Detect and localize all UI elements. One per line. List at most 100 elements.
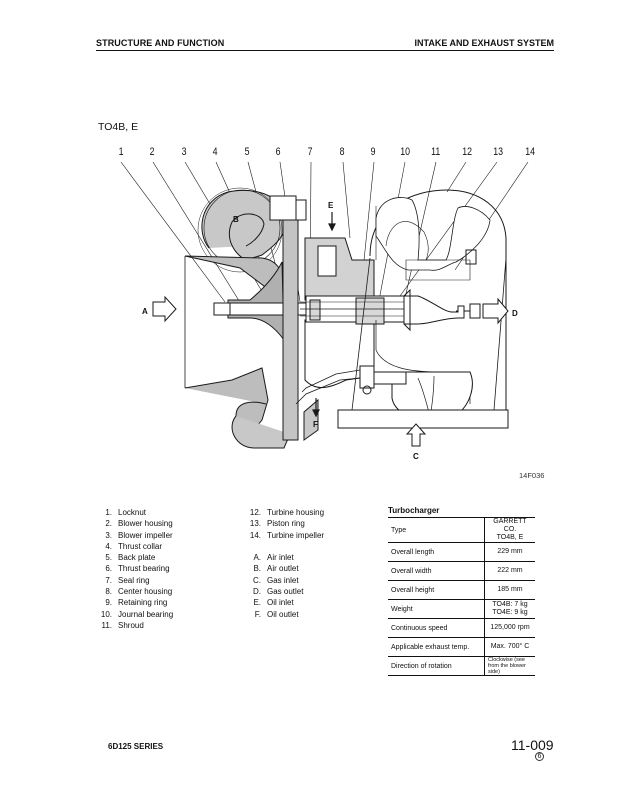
legend-label: Back plate: [118, 553, 156, 563]
legend-number: 6.: [105, 564, 112, 574]
callout-5: 5: [244, 146, 250, 158]
legend-item: 8. Center housing: [90, 586, 173, 597]
parts-legend: 1. Locknut 2.Blower housing 3. Blower impe…: [90, 507, 173, 631]
legend-item: 1. Locknut: [90, 507, 173, 518]
legend-number: C.: [253, 575, 261, 585]
spec-table-title: Turbocharger: [388, 506, 440, 515]
legend-item: E. Oil inlet: [239, 597, 324, 608]
blower-housing: [184, 187, 291, 449]
flow-label-c: C: [413, 452, 419, 461]
callout-14: 14: [525, 146, 536, 158]
legend-label: Gas outlet: [267, 587, 304, 597]
legend-label: Turbine impeller: [267, 530, 325, 540]
turbine-impeller: [403, 288, 465, 332]
legend-number: 3.: [105, 530, 112, 540]
page-header: STRUCTURE AND FUNCTION INTAKE AND EXHAUS…: [96, 38, 554, 51]
legend-number: 10.: [100, 609, 112, 619]
arrow-gas-outlet: [482, 297, 509, 325]
callout-10: 10: [400, 146, 411, 158]
legend-label: Blower impeller: [118, 530, 173, 540]
flow-label-a: A: [142, 307, 148, 316]
spec-row: Applicable exhaust temp.Max. 700° C: [388, 637, 535, 657]
legend-label: Air outlet: [267, 564, 299, 574]
legend-number: 5.: [105, 553, 112, 563]
legend-item: 14. Turbine impeller: [239, 530, 324, 541]
legend-item: 5. Back plate: [90, 552, 173, 563]
legend-number: A.: [253, 553, 261, 563]
legend-item: 11.Shroud: [90, 620, 173, 631]
legend-item: 4. Thrust collar: [90, 541, 173, 552]
flow-label-e: E: [328, 201, 334, 210]
callout-6: 6: [275, 146, 281, 158]
flow-label-f: F: [313, 420, 318, 429]
legend-number: E.: [253, 598, 261, 608]
callout-1: 1: [118, 146, 124, 158]
callout-12: 12: [462, 146, 473, 158]
turbine-housing: [295, 189, 507, 441]
legend-label: Turbine housing: [267, 508, 325, 517]
legend-label: Center housing: [118, 587, 173, 597]
arrow-air-inlet: [152, 295, 177, 323]
callout-13: 13: [493, 146, 504, 158]
legend-label: Shroud: [118, 620, 144, 630]
legend-label: Thrust collar: [118, 541, 163, 551]
callout-11: 11: [431, 146, 441, 158]
gas-inlet-flange: [337, 409, 509, 429]
legend-item: C. Gas inlet: [239, 575, 324, 586]
legend-item: F.Oil outlet: [239, 609, 324, 620]
legend-item: 13.Piston ring: [239, 518, 324, 529]
legend-label: Retaining ring: [118, 598, 168, 608]
legend-number: 8.: [105, 587, 112, 597]
back-plate: [269, 195, 307, 441]
legend-label: Thrust bearing: [118, 564, 170, 574]
flow-label-b: B: [233, 215, 239, 224]
arrow-oil-outlet: [312, 398, 320, 418]
legend-number: 14.: [249, 530, 261, 540]
legend-number: 12.: [249, 508, 261, 517]
legend-label: Air inlet: [267, 553, 294, 563]
legend-label: Journal bearing: [118, 609, 174, 619]
legend-item: 7.Seal ring: [90, 575, 173, 586]
callout-4: 4: [212, 146, 218, 158]
legend-label: Oil outlet: [267, 609, 299, 619]
callout-9: 9: [370, 146, 376, 158]
legend-number: 1.: [105, 508, 112, 517]
legend-item: 2.Blower housing: [90, 518, 173, 529]
revision-mark: 6: [535, 752, 544, 761]
callout-8: 8: [339, 146, 345, 158]
legend-label: Gas inlet: [267, 575, 299, 585]
legend-number: B.: [253, 564, 261, 574]
callout-3: 3: [181, 146, 187, 158]
section-title: STRUCTURE AND FUNCTION: [96, 38, 225, 48]
legend-item: 3. Blower impeller: [90, 530, 173, 541]
legend-label: Locknut: [118, 508, 147, 517]
legend-number: 4.: [105, 541, 112, 551]
callout-7: 7: [307, 146, 313, 158]
figure-code: 14F036: [519, 471, 545, 480]
legend-item: D. Gas outlet: [239, 586, 324, 597]
legend-item: 12. Turbine housing: [239, 507, 324, 518]
legend-number: D.: [253, 587, 261, 597]
legend-item: 9.Retaining ring: [90, 597, 173, 608]
legend-item: 10. Journal bearing: [90, 609, 173, 620]
legend-number: 7.: [105, 575, 112, 585]
arrow-oil-inlet: [328, 212, 336, 232]
legend-label: Blower housing: [118, 519, 173, 529]
callout-numbers: 1 2 3 4 5 6 7 8 9 10 11 12 13 14: [0, 146, 617, 160]
legend-item: 6. Thrust bearing: [90, 563, 173, 574]
chapter-title: INTAKE AND EXHAUST SYSTEM: [414, 38, 554, 48]
figure-model-title: TO4B, E: [98, 121, 139, 133]
callout-2: 2: [149, 146, 155, 158]
legend-item: B. Air outlet: [239, 563, 324, 574]
legend-label: Piston ring: [267, 519, 305, 529]
footer-series: 6D125 SERIES: [108, 742, 164, 751]
arrow-gas-inlet: [405, 423, 427, 447]
legend-label: Oil inlet: [267, 598, 294, 608]
